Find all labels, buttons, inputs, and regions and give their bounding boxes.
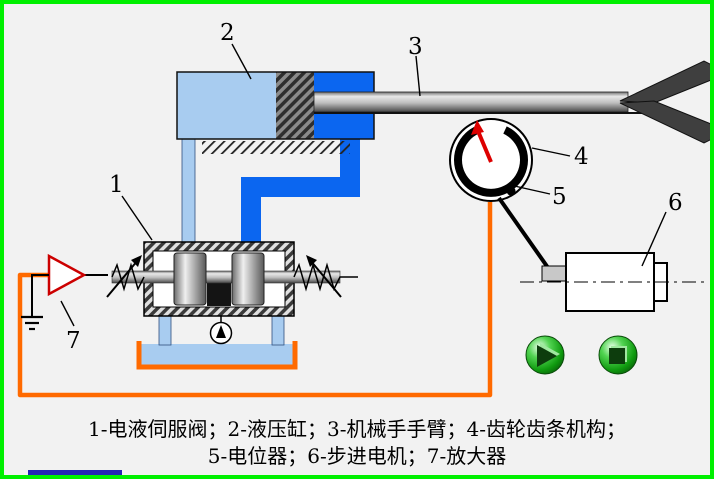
ground-symbol: [21, 315, 43, 331]
stepper-motor: [520, 252, 708, 312]
valve-spring-left: [111, 262, 145, 292]
leader-valve: [121, 195, 153, 241]
dial-scale-arc: [454, 126, 528, 197]
stop-icon[interactable]: [609, 348, 625, 364]
gripper-jaw-lower: [619, 100, 710, 144]
dial-needle-tip: [471, 120, 484, 135]
valve-spool-right: [231, 252, 265, 306]
piston-rod: [313, 91, 629, 113]
servo-system-diagram: [17, 43, 710, 398]
diagram-stage: 1 2 3 4 5 6 7 1-电液伺服阀；2-液压缸；3-机械手手臂；4-齿轮…: [4, 4, 710, 475]
feedback-signal-wire: [17, 202, 493, 398]
leader-gear: [531, 147, 571, 157]
leader-lines: [60, 43, 667, 327]
leader-cylinder: [231, 43, 252, 80]
valve-spool-left: [173, 252, 207, 306]
legend-caption: 1-电液伺服阀；2-液压缸；3-机械手手臂；4-齿轮齿条机构； 5-电位器；6-…: [4, 416, 710, 470]
pressure-pipe-across: [241, 177, 360, 197]
leader-motor: [641, 211, 667, 267]
tank-wall: [136, 341, 298, 370]
dial-needle: [476, 130, 493, 163]
solenoid-arrow-right: [309, 259, 342, 298]
amplifier: [21, 253, 108, 331]
label-1-servo-valve: 1: [109, 172, 124, 198]
label-5-potentiometer: 5: [552, 184, 567, 210]
window-edge-artifact: [28, 470, 122, 475]
return-pipes: [158, 138, 285, 346]
manipulator-arm: [313, 60, 710, 144]
motor-shaft-mount: [541, 265, 569, 282]
leader-potentiometer: [509, 184, 551, 195]
label-4-gear-rack: 4: [574, 144, 589, 170]
tank-fluid: [141, 344, 293, 365]
oil-tank: [136, 341, 298, 370]
pump-arrow: [216, 325, 226, 338]
cylinder-mount-hatch: [202, 141, 350, 154]
pipe-tank-left: [158, 314, 172, 346]
label-3-arm: 3: [408, 34, 423, 60]
play-icon[interactable]: [537, 345, 557, 367]
label-7-amplifier: 7: [66, 328, 81, 354]
play-button[interactable]: [525, 335, 565, 375]
gripper-jaw-upper: [619, 60, 710, 104]
solenoid-arrow-left: [106, 259, 139, 298]
gear-potentiometer-dial: [449, 118, 533, 202]
valve-spool-rod: [111, 270, 341, 284]
wiper-contact: [506, 186, 516, 196]
motor-link-rod: [497, 196, 553, 274]
label-2-cylinder: 2: [220, 20, 235, 46]
solenoid-arrow-left-head: [131, 255, 142, 267]
amplifier-triangle: [47, 253, 87, 297]
pipe-tank-right: [271, 314, 285, 346]
stop-button[interactable]: [598, 335, 638, 375]
label-6-stepper-motor: 6: [668, 190, 683, 216]
valve-spring-right: [293, 262, 358, 292]
pressure-pipe: [241, 139, 360, 242]
legend-line-1: 1-电液伺服阀；2-液压缸；3-机械手手臂；4-齿轮齿条机构；: [88, 417, 626, 441]
leader-amplifier: [60, 300, 75, 327]
cylinder-chamber-left: [177, 72, 276, 139]
pipe-cylinder-return: [181, 138, 196, 244]
solenoid-arrow-right-head: [306, 255, 317, 267]
servo-valve: [106, 241, 358, 317]
legend-line-2: 5-电位器；6-步进电机；7-放大器: [207, 444, 507, 468]
leader-arm: [415, 55, 421, 97]
pump-symbol: [209, 316, 233, 345]
ground-lead: [31, 274, 49, 317]
piston: [276, 72, 314, 139]
